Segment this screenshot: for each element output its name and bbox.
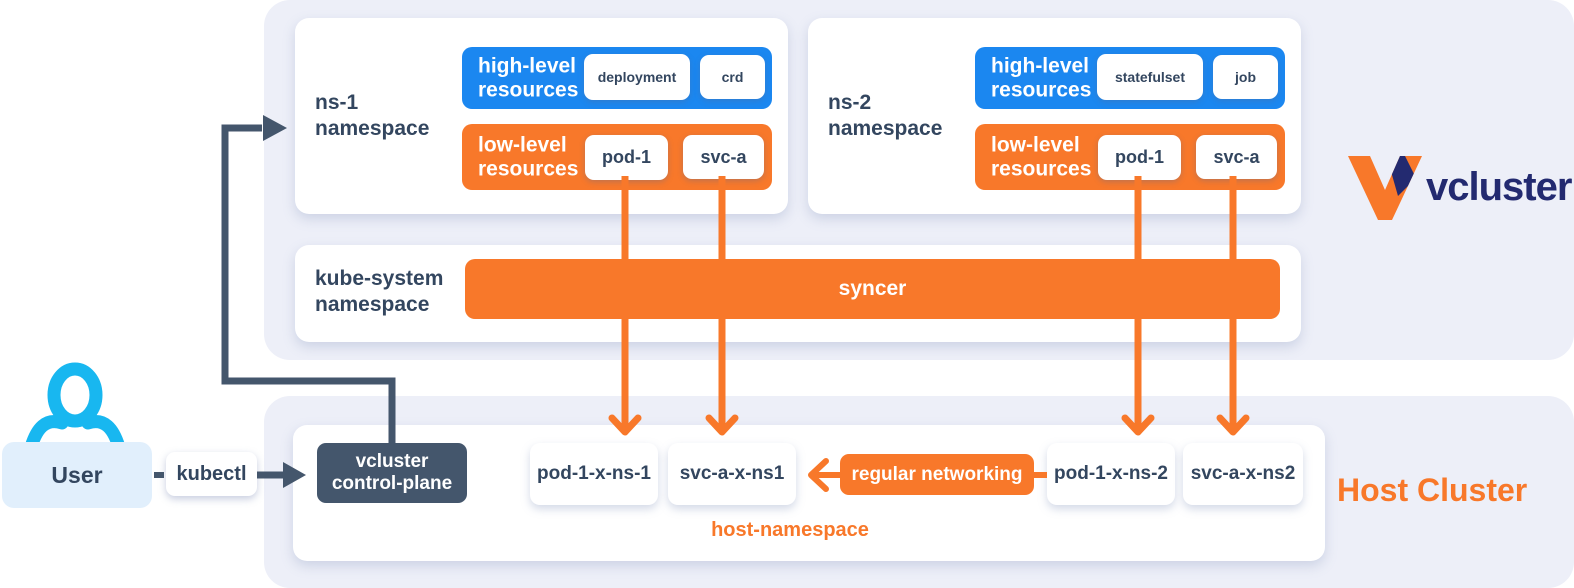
chip-svc-a: svc-a xyxy=(683,135,764,179)
ns-2-namespace-box: ns-2 namespace high-level resources stat… xyxy=(808,18,1301,214)
chip-svc-a: svc-a xyxy=(1196,135,1277,179)
high-level-title: high-level resources xyxy=(478,54,579,101)
low-level-title: low-level resources xyxy=(478,133,579,180)
chip-job: job xyxy=(1213,55,1278,99)
chip-pod-1: pod-1 xyxy=(1098,135,1181,180)
ns-2-label: ns-2 namespace xyxy=(828,91,943,141)
chip-pod-1: pod-1 xyxy=(585,135,668,180)
ns-2-high-level-box: high-level resources statefulset job xyxy=(975,47,1285,109)
user-box: User xyxy=(2,442,152,508)
syncer-bar: syncer xyxy=(465,259,1280,319)
ns-2-low-level-box: low-level resources pod-1 svc-a xyxy=(975,124,1285,190)
chip-pod-1-x-ns-2: pod-1-x-ns-2 xyxy=(1047,443,1175,505)
low-level-title: low-level resources xyxy=(991,133,1092,180)
kubectl-chip: kubectl xyxy=(166,452,257,496)
high-level-title: high-level resources xyxy=(991,54,1092,101)
chip-crd: crd xyxy=(700,55,765,99)
kube-system-label: kube-system namespace xyxy=(315,267,444,317)
chip-deployment: deployment xyxy=(584,54,690,100)
chip-pod-1-x-ns-1: pod-1-x-ns-1 xyxy=(530,443,658,505)
ns-1-namespace-box: ns-1 namespace high-level resources depl… xyxy=(295,18,788,214)
chip-svc-a-x-ns2: svc-a-x-ns2 xyxy=(1183,443,1303,505)
host-cluster-title: Host Cluster xyxy=(1337,472,1528,508)
ns-1-low-level-box: low-level resources pod-1 svc-a xyxy=(462,124,772,190)
ns-1-high-level-box: high-level resources deployment crd xyxy=(462,47,772,109)
chip-svc-a-x-ns1: svc-a-x-ns1 xyxy=(668,443,796,505)
ns-1-label: ns-1 namespace xyxy=(315,91,430,141)
host-namespace-label: host-namespace xyxy=(711,519,869,541)
vcluster-logo-text: vcluster xyxy=(1426,165,1572,209)
vcluster-control-plane-box: vcluster control-plane xyxy=(317,443,467,503)
chip-statefulset: statefulset xyxy=(1097,54,1203,100)
regular-networking-box: regular networking xyxy=(840,454,1034,495)
vcluster-logo-icon xyxy=(1348,156,1422,220)
